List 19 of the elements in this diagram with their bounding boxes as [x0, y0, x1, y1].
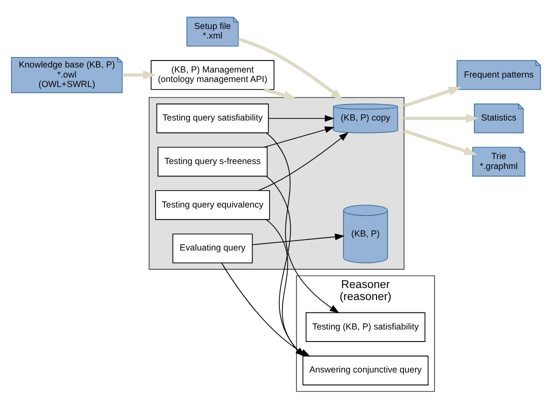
arrow: [264, 126, 335, 148]
arrow: [404, 113, 479, 122]
node-box: Testing query s-freeness: [158, 146, 268, 176]
arrow: [252, 232, 345, 245]
arrow: [258, 132, 349, 190]
node-box: Testing (KB, P) satisfiability: [306, 312, 426, 342]
node-box: (KB, P) Management (ontology management API): [150, 60, 274, 90]
arrow: [404, 128, 478, 155]
node-box: Evaluating query: [172, 233, 253, 263]
arrow: [122, 70, 156, 80]
cluster: [148, 96, 404, 270]
arrow: [238, 36, 344, 100]
arrow: [268, 114, 334, 122]
node-box: Testing query satisfiability: [156, 103, 269, 133]
arrow: [264, 87, 297, 100]
node-box: Testing query equivalency: [155, 190, 270, 220]
node-box: Answering conjunctive query: [302, 355, 429, 385]
arrow: [266, 132, 340, 313]
arrow: [404, 86, 462, 107]
